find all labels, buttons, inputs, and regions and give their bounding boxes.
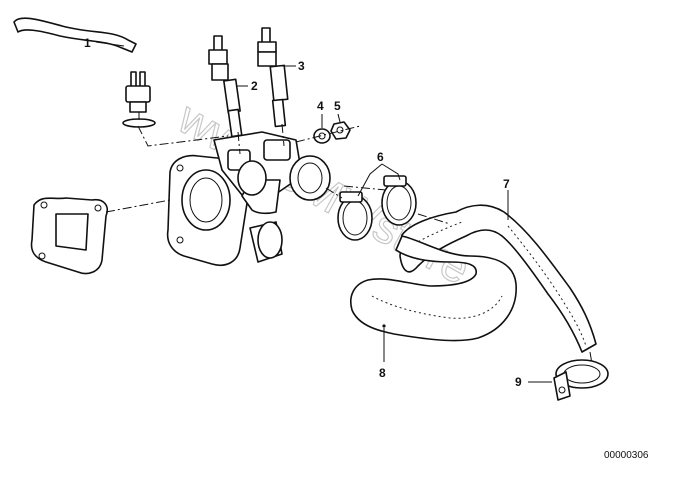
callout-9: 9 [515,375,522,389]
alignment-line [417,213,451,225]
thermostat-housing-part[interactable] [166,131,331,266]
coolant-sensor-part[interactable] [257,27,289,128]
temperature-switch-part[interactable] [122,71,156,128]
callout-4: 4 [317,99,324,113]
temperature-sensor-part[interactable] [208,35,243,138]
hose-clamp-part[interactable] [337,175,417,241]
coolant-hose-lower-part[interactable] [350,235,517,342]
alignment-line [589,351,593,365]
alignment-line [295,125,361,143]
leader-5 [337,113,341,123]
nut-part[interactable] [330,121,351,140]
alignment-line [137,125,229,147]
hose-clamp-lower-part[interactable] [553,359,609,401]
gasket-part[interactable] [30,197,108,275]
alignment-line [325,187,343,199]
leader-8-dot [382,324,386,328]
alignment-line [343,185,387,191]
leader-6 [357,163,401,197]
washer-part[interactable] [313,128,331,144]
alignment-line [281,123,285,147]
callout-6: 6 [377,150,384,164]
callout-3: 3 [298,59,305,73]
leader-1 [95,41,125,47]
callout-1: 1 [84,36,91,50]
alignment-line [237,131,241,155]
callout-7: 7 [503,177,510,191]
callout-5: 5 [334,99,341,113]
vent-hose-part[interactable] [13,17,137,53]
coolant-hose-upper-part[interactable] [399,204,597,353]
alignment-line [105,199,171,213]
callout-8: 8 [379,366,386,380]
callout-2: 2 [251,79,258,93]
diagram-number: 00000306 [604,450,649,461]
